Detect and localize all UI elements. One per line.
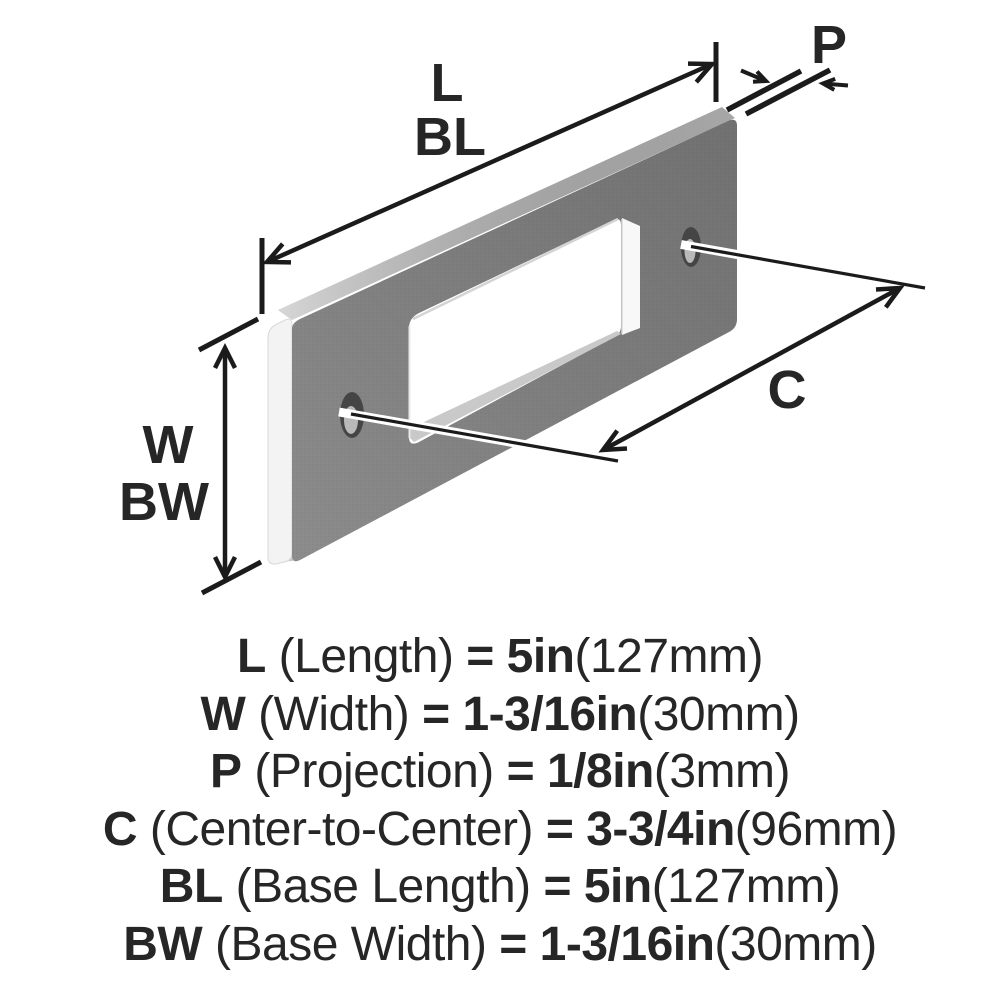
spec-value: = 1/8in (506, 745, 655, 798)
spec-symbol: BL (159, 860, 223, 913)
dimension-width: W BW (119, 316, 263, 596)
spec-symbol: C (102, 802, 138, 856)
dim-c-line (601, 286, 902, 452)
spec-line-length: L (Length) = 5in(127mm) (0, 628, 1000, 686)
dim-l-arrow-end (687, 61, 717, 84)
spec-name: (Length) (265, 630, 467, 683)
spec-value: = 1-3/16in (499, 917, 715, 971)
dim-w-arrow-top (212, 342, 238, 370)
spec-metric: (30mm) (714, 917, 877, 971)
dim-l-arrow-start (262, 242, 292, 265)
leader-line-right (680, 240, 926, 293)
plate-left-edge-face (267, 318, 293, 565)
dim-p-line-back (744, 67, 832, 117)
spec-value: = 1-3/16in (422, 687, 638, 741)
cutout-right-wall (622, 218, 640, 335)
spec-value: = 5in (543, 860, 652, 913)
dim-bw-label: BW (119, 472, 209, 532)
spec-symbol: W (200, 687, 246, 741)
spec-metric: (127mm) (574, 630, 764, 683)
dim-p-arrow-left (740, 68, 771, 84)
dim-p-arrow-right (818, 77, 849, 92)
spec-metric: (127mm) (651, 860, 841, 913)
spec-name: (Base Width) (202, 917, 500, 971)
dimension-center-to-center: C (598, 285, 905, 453)
spec-metric: (3mm) (653, 745, 791, 798)
dim-c-label: C (768, 360, 807, 420)
spec-list: L (Length) = 5in(127mm) W (Width) = 1-3/… (0, 628, 1000, 973)
spec-metric: (96mm) (734, 802, 898, 856)
dim-c-arrow-upper (875, 285, 905, 309)
spec-symbol: L (236, 630, 266, 683)
dim-p-label: P (811, 15, 847, 75)
dim-w-tick-top (197, 316, 260, 353)
spec-value: = 5in (466, 630, 575, 683)
spec-line-base-width: BW (Base Width) = 1-3/16in(30mm) (0, 916, 1000, 974)
plate-top-face-shading (278, 107, 735, 320)
dim-w-label: W (143, 415, 194, 475)
dim-l-label: L (431, 53, 464, 113)
dim-l-line (266, 61, 713, 265)
spec-metric: (30mm) (637, 687, 800, 741)
spec-line-projection: P (Projection) = 1/8in(3mm) (0, 743, 1000, 801)
leader-line-left-core (350, 412, 619, 463)
dim-bl-label: BL (414, 107, 486, 167)
dim-w-tick-bottom (200, 559, 263, 596)
leader-line-right-core (690, 244, 926, 290)
dim-w-arrow-bottom (212, 555, 238, 583)
cutout-opening (409, 219, 621, 444)
cutout-top-edge-highlight (412, 217, 619, 321)
spec-name: (Center-to-Center) (137, 802, 546, 856)
spec-value: = 3-3/4in (545, 802, 735, 856)
leader-line-left (338, 407, 619, 466)
spec-name: (Projection) (241, 745, 507, 798)
cutout-bottom-wall (409, 331, 621, 442)
dimension-projection: P (725, 15, 849, 117)
spec-line-center-to-center: C (Center-to-Center) = 3-3/4in(96mm) (0, 801, 1000, 859)
dim-c-arrow-lower (598, 429, 628, 453)
handle-cutout (408, 217, 640, 444)
spec-symbol: P (210, 745, 242, 798)
dimension-length: L BL (259, 42, 719, 314)
spec-name: (Width) (245, 687, 423, 741)
dimension-diagram: L BL P C W BW (119, 15, 926, 596)
spec-name: (Base Length) (222, 860, 544, 913)
spec-line-base-length: BL (Base Length) = 5in(127mm) (0, 858, 1000, 916)
dim-p-line-front (725, 68, 803, 113)
spec-symbol: BW (123, 917, 203, 971)
spec-line-width: W (Width) = 1-3/16in(30mm) (0, 686, 1000, 744)
